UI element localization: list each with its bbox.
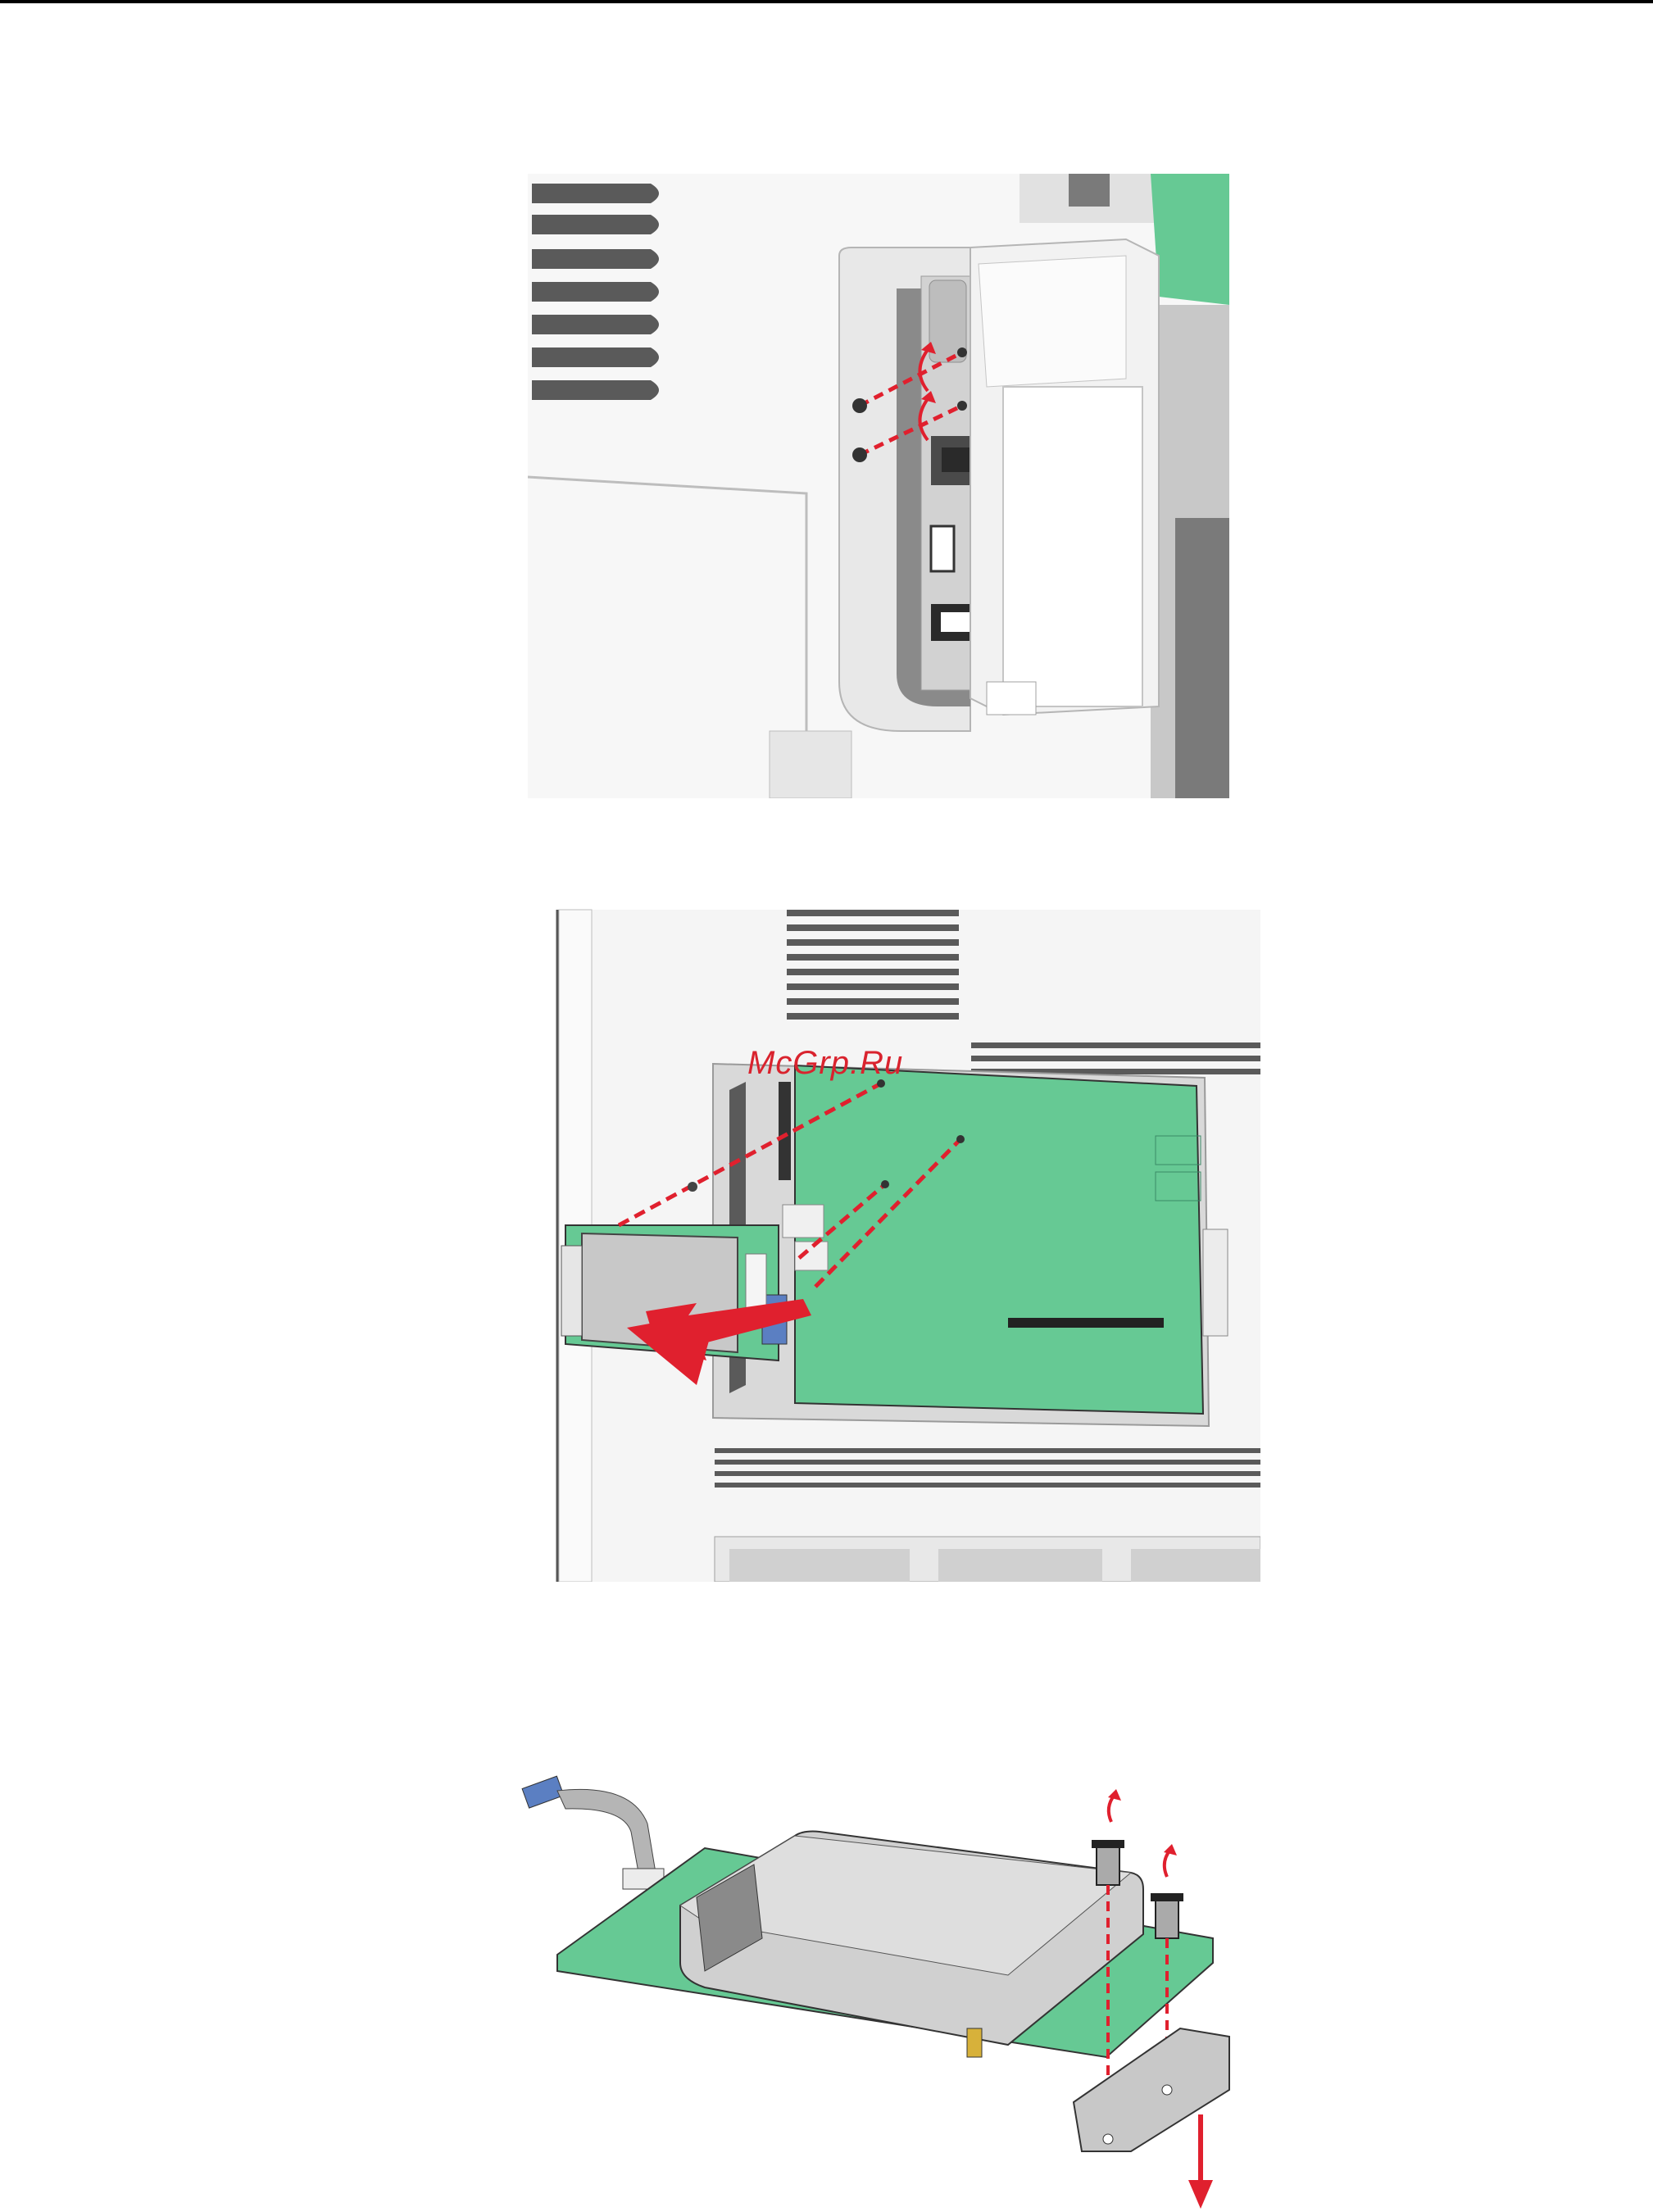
figure-printer-rear-screws [528, 174, 1229, 798]
watermark-text: McGrp.Ru [747, 1045, 903, 1082]
figure-hard-disk-bracket-removal [508, 1766, 1246, 2212]
figure-system-board-hard-disk-art [492, 902, 1260, 1582]
figure-system-board-hard-disk [492, 902, 1260, 1582]
page-top-rule [0, 0, 1653, 3]
figure-printer-rear-screws-art [528, 174, 1229, 798]
figure-hard-disk-bracket-removal-art [508, 1766, 1246, 2212]
